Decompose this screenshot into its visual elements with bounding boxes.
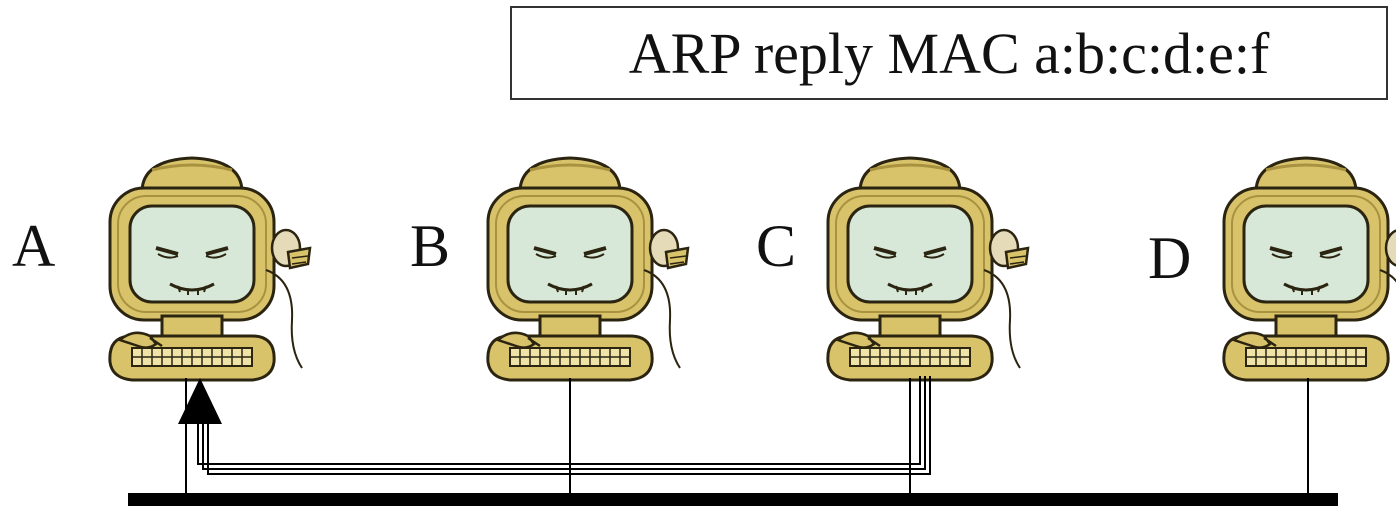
- host-label-a: A: [12, 213, 56, 279]
- arp-reply-text: ARP reply MAC a:b:c:d:e:f: [628, 20, 1270, 86]
- host-label-b: B: [410, 213, 451, 279]
- arp-reply-path: [197, 376, 931, 475]
- computer-b-icon: [485, 156, 690, 382]
- arp-reply-message-box: ARP reply MAC a:b:c:d:e:f: [510, 6, 1388, 100]
- computer-a-icon: [107, 156, 312, 382]
- computer-d-icon: [1221, 156, 1396, 382]
- computer-c-icon: [825, 156, 1030, 382]
- host-label-c: C: [756, 213, 797, 279]
- ethernet-bus: [128, 493, 1338, 506]
- host-label-d: D: [1148, 225, 1192, 291]
- arrowhead-to-a-icon: [178, 378, 222, 424]
